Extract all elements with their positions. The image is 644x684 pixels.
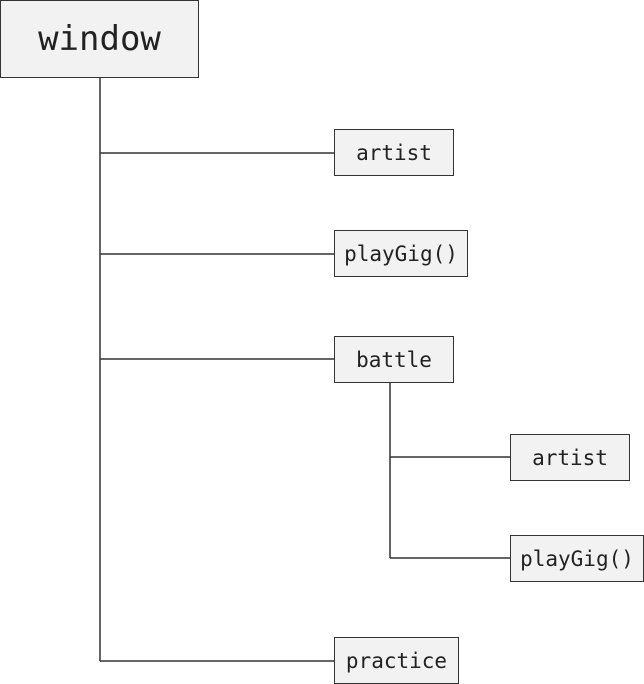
- node-battle: battle: [334, 336, 454, 383]
- node-window: window: [0, 0, 199, 78]
- node-playgig: playGig(): [334, 230, 468, 277]
- node-artist: artist: [334, 129, 454, 176]
- node-practice: practice: [334, 637, 459, 684]
- node-battle-artist: artist: [510, 434, 630, 481]
- node-battle-playgig: playGig(): [510, 535, 644, 582]
